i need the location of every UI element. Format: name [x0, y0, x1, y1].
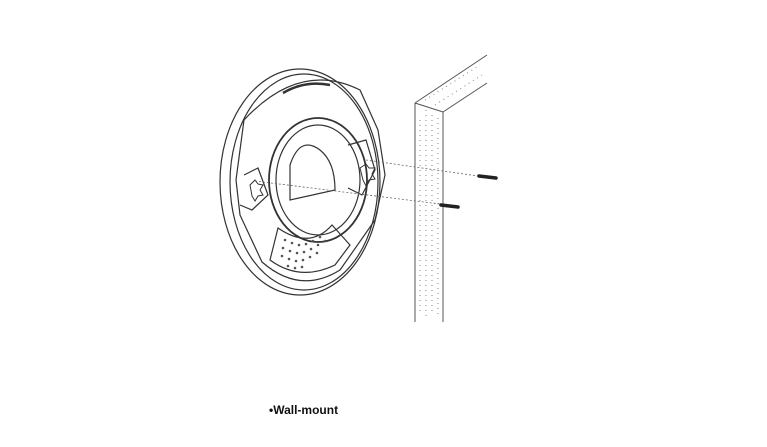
screw-icon: [439, 174, 498, 209]
figure-caption: •Wall-mount: [269, 403, 339, 417]
guide-lines: [254, 159, 479, 205]
wall: [414, 54, 488, 322]
access-point-device: [219, 68, 386, 296]
vent-holes: [280, 235, 327, 270]
